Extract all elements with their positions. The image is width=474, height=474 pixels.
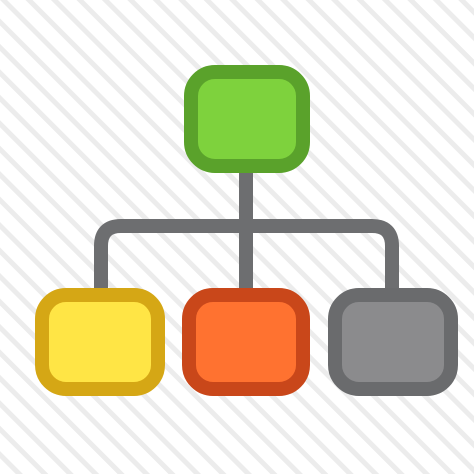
left-node xyxy=(35,288,165,396)
top-node xyxy=(184,65,310,173)
right-node xyxy=(328,288,458,396)
center-node xyxy=(182,288,310,396)
